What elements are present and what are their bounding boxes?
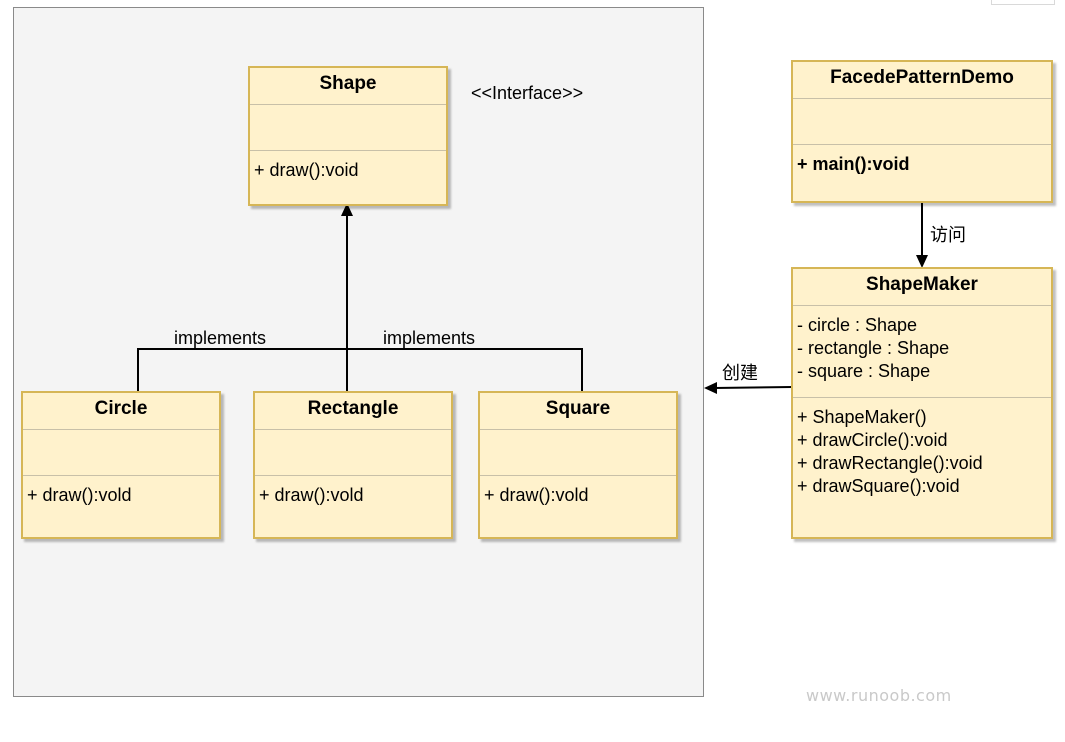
implements-label-right: implements	[383, 328, 476, 348]
shapemaker-op-drawsquare: + drawSquare():void	[797, 476, 960, 496]
shapemaker-title: ShapeMaker	[793, 269, 1051, 306]
demo-op-main: + main():void	[797, 154, 910, 174]
rectangle-attributes	[255, 430, 451, 476]
shapemaker-op-drawcircle: + drawCircle():void	[797, 430, 948, 450]
watermark: www.runoob.com	[806, 686, 952, 705]
shape-operations: + draw():void	[250, 151, 446, 204]
interface-stereotype: <<Interface>>	[471, 83, 584, 103]
shape-op-draw: + draw():void	[254, 160, 359, 180]
shapemaker-operations: + ShapeMaker() + drawCircle():void + dra…	[793, 398, 1051, 537]
demo-attributes	[793, 99, 1051, 145]
demo-class-box[interactable]: FacedePatternDemo + main():void	[791, 60, 1053, 203]
shapemaker-op-drawrectangle: + drawRectangle():void	[797, 453, 983, 473]
implements-label-left: implements	[174, 328, 267, 348]
circle-attributes	[23, 430, 219, 476]
corner-tab	[991, 0, 1055, 5]
shape-title: Shape	[250, 68, 446, 105]
demo-title: FacedePatternDemo	[793, 62, 1051, 99]
create-label: 创建	[722, 363, 758, 383]
square-operations: + draw():vold	[480, 476, 676, 537]
circle-title: Circle	[23, 393, 219, 430]
square-class-box[interactable]: Square + draw():vold	[478, 391, 678, 539]
square-title: Square	[480, 393, 676, 430]
circle-op-draw: + draw():vold	[27, 485, 132, 505]
shapemaker-attributes: - circle : Shape - rectangle : Shape - s…	[793, 306, 1051, 398]
shapemaker-attr-rectangle: - rectangle : Shape	[797, 338, 950, 358]
implements-line-circle	[137, 348, 583, 391]
create-arrowhead	[704, 382, 717, 394]
shapemaker-class-box[interactable]: ShapeMaker - circle : Shape - rectangle …	[791, 267, 1053, 539]
implements-arrowhead	[341, 203, 353, 216]
rectangle-title: Rectangle	[255, 393, 451, 430]
circle-class-box[interactable]: Circle + draw():vold	[21, 391, 221, 539]
circle-operations: + draw():vold	[23, 476, 219, 537]
square-op-draw: + draw():vold	[484, 485, 589, 505]
shape-interface-box[interactable]: Shape + draw():void	[248, 66, 448, 206]
shape-attributes	[250, 105, 446, 151]
demo-operations: + main():void	[793, 145, 1051, 201]
square-attributes	[480, 430, 676, 476]
rectangle-op-draw: + draw():vold	[259, 485, 364, 505]
visit-arrowhead	[916, 255, 928, 268]
shapemaker-op-constructor: + ShapeMaker()	[797, 407, 927, 427]
visit-label: 访问	[930, 225, 966, 245]
shapemaker-attr-square: - square : Shape	[797, 361, 931, 381]
create-arrow-line	[713, 386, 793, 389]
rectangle-class-box[interactable]: Rectangle + draw():vold	[253, 391, 453, 539]
shapemaker-attr-circle: - circle : Shape	[797, 315, 918, 335]
rectangle-operations: + draw():vold	[255, 476, 451, 537]
